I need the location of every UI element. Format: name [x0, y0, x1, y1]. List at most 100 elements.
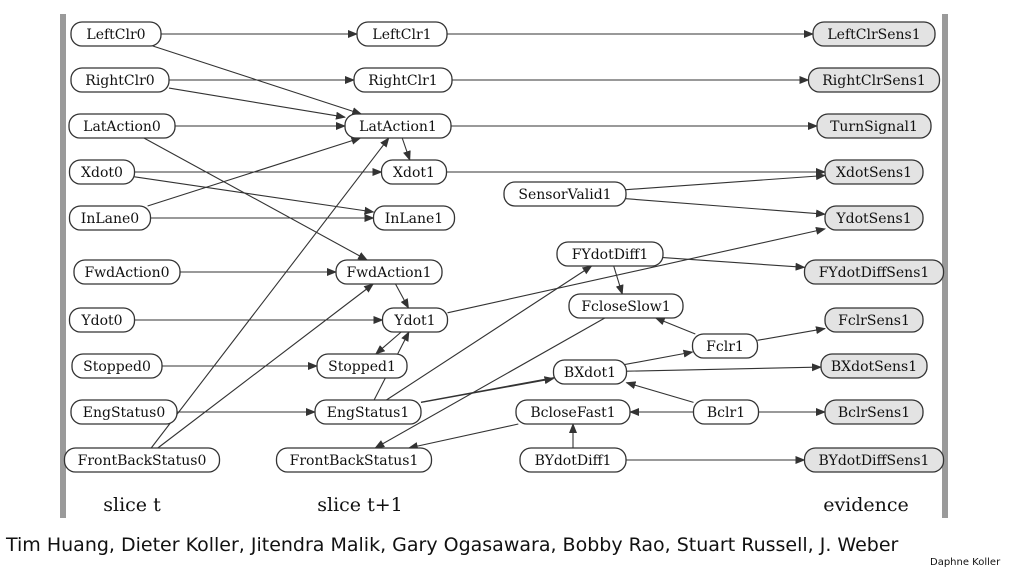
- node-lataction1: LatAction1: [344, 113, 452, 139]
- node-box: [692, 399, 760, 425]
- node-label: FYdotDiff1: [572, 247, 649, 263]
- node-label: Bclr1: [707, 405, 745, 421]
- node-fydotdiff1: FYdotDiff1: [556, 241, 664, 267]
- edge-rightclr0-to-lataction1: [168, 87, 346, 120]
- node-sensorvalid1: SensorValid1: [503, 181, 627, 207]
- node-fclr1: Fclr1: [691, 333, 759, 359]
- node-box: [503, 181, 627, 207]
- node-label: FrontBackStatus0: [78, 453, 207, 469]
- node-box: [691, 333, 759, 359]
- node-box: [552, 359, 628, 385]
- node-label: FwdAction0: [84, 265, 169, 281]
- node-label: TurnSignal1: [830, 119, 918, 135]
- node-lataction0: LatAction0: [68, 113, 176, 139]
- edge-bxdot1-to-bxdotsens1: [626, 363, 822, 372]
- edge-fclr1-to-fclrsens1: [757, 326, 826, 341]
- edge-ydot1-to-stopped1: [375, 331, 402, 355]
- edge-fcloseslow1-to-frontbackstatus1: [374, 317, 606, 449]
- edge-sensorvalid1-to-xdotsens1: [625, 172, 826, 191]
- edge-bclr1-to-bxdot1: [625, 381, 694, 403]
- edge-frontbackstatus0-to-lataction1: [150, 137, 390, 449]
- node-leftclr0: LeftClr0: [70, 21, 162, 47]
- node-label: XdotSens1: [836, 165, 912, 181]
- node-box: [68, 205, 152, 231]
- node-label: FcloseSlow1: [581, 299, 670, 315]
- node-label: Ydot0: [80, 313, 122, 329]
- edge-lataction1-to-xdot1: [401, 137, 411, 161]
- node-frontbackstatus0: FrontBackStatus0: [63, 447, 221, 473]
- node-label: EngStatus0: [83, 405, 166, 421]
- node-xdot0: Xdot0: [68, 159, 136, 185]
- edge-engstatus1-to-bxdot1: [420, 376, 555, 404]
- node-box: [68, 113, 176, 139]
- node-box: [803, 447, 945, 473]
- node-label: BYdotDiffSens1: [819, 453, 930, 469]
- node-inlane1: InLane1: [372, 205, 456, 231]
- node-box: [568, 293, 684, 319]
- node-fydotdiffsens1: FYdotDiffSens1: [803, 259, 945, 285]
- node-ydot1: Ydot1: [381, 307, 449, 333]
- edge-engstatus1-to-fydotdiff1: [386, 265, 593, 401]
- edge-ydot1-to-ydotsens1: [447, 226, 826, 314]
- node-fwdaction1: FwdAction1: [335, 259, 443, 285]
- node-label: RightClrSens1: [822, 73, 926, 89]
- node-box: [556, 241, 664, 267]
- node-label: Stopped0: [83, 359, 151, 375]
- node-box: [344, 113, 452, 139]
- node-bclrsens1: BclrSens1: [824, 399, 924, 425]
- node-label: Xdot1: [393, 165, 435, 181]
- node-label: LeftClr1: [372, 27, 431, 43]
- node-box: [807, 67, 941, 93]
- node-box: [63, 447, 221, 473]
- node-box: [372, 205, 456, 231]
- node-bclr1: Bclr1: [692, 399, 760, 425]
- node-label: Xdot0: [81, 165, 123, 181]
- node-label: LeftClr0: [86, 27, 145, 43]
- node-label: BXdot1: [564, 365, 616, 381]
- node-box: [816, 113, 932, 139]
- node-label: RightClr0: [85, 73, 154, 89]
- node-inlane0: InLane0: [68, 205, 152, 231]
- node-box: [356, 21, 448, 47]
- node-fwdaction0: FwdAction0: [73, 259, 181, 285]
- node-xdotsens1: XdotSens1: [824, 159, 924, 185]
- node-label: BXdotSens1: [831, 359, 917, 375]
- node-label: LatAction1: [359, 119, 437, 135]
- edges-layer: [134, 30, 826, 464]
- edge-inlane0-to-lataction1: [147, 136, 362, 207]
- node-leftclr1: LeftClr1: [356, 21, 448, 47]
- edge-fydotdiff1-to-fcloseslow1: [613, 265, 624, 295]
- node-box: [824, 159, 924, 185]
- node-label: BclrSens1: [838, 405, 910, 421]
- node-rightclr0: RightClr0: [70, 67, 170, 93]
- node-bydotdiffsens1: BYdotDiffSens1: [803, 447, 945, 473]
- node-label: YdotSens1: [835, 211, 911, 227]
- node-box: [353, 67, 453, 93]
- node-box: [314, 399, 422, 425]
- node-fclrsens1: FclrSens1: [824, 307, 924, 333]
- node-box: [824, 307, 924, 333]
- node-label: Fclr1: [706, 339, 744, 355]
- node-label: FwdAction1: [346, 265, 431, 281]
- node-engstatus1: EngStatus1: [314, 399, 422, 425]
- node-engstatus0: EngStatus0: [70, 399, 178, 425]
- node-label: BcloseFast1: [530, 405, 615, 421]
- node-box: [515, 399, 631, 425]
- node-box: [381, 307, 449, 333]
- node-box: [820, 353, 928, 379]
- node-box: [519, 447, 627, 473]
- node-label: FrontBackStatus1: [290, 453, 419, 469]
- node-box: [68, 159, 136, 185]
- node-turnsignal1: TurnSignal1: [816, 113, 932, 139]
- node-label: Stopped1: [328, 359, 396, 375]
- node-box: [824, 205, 924, 231]
- node-rightclr1: RightClr1: [353, 67, 453, 93]
- node-box: [335, 259, 443, 285]
- frame-left-bar: [60, 14, 66, 518]
- node-ydotsens1: YdotSens1: [824, 205, 924, 231]
- node-xdot1: Xdot1: [380, 159, 448, 185]
- node-label: RightClr1: [368, 73, 437, 89]
- node-label: FclrSens1: [838, 313, 910, 329]
